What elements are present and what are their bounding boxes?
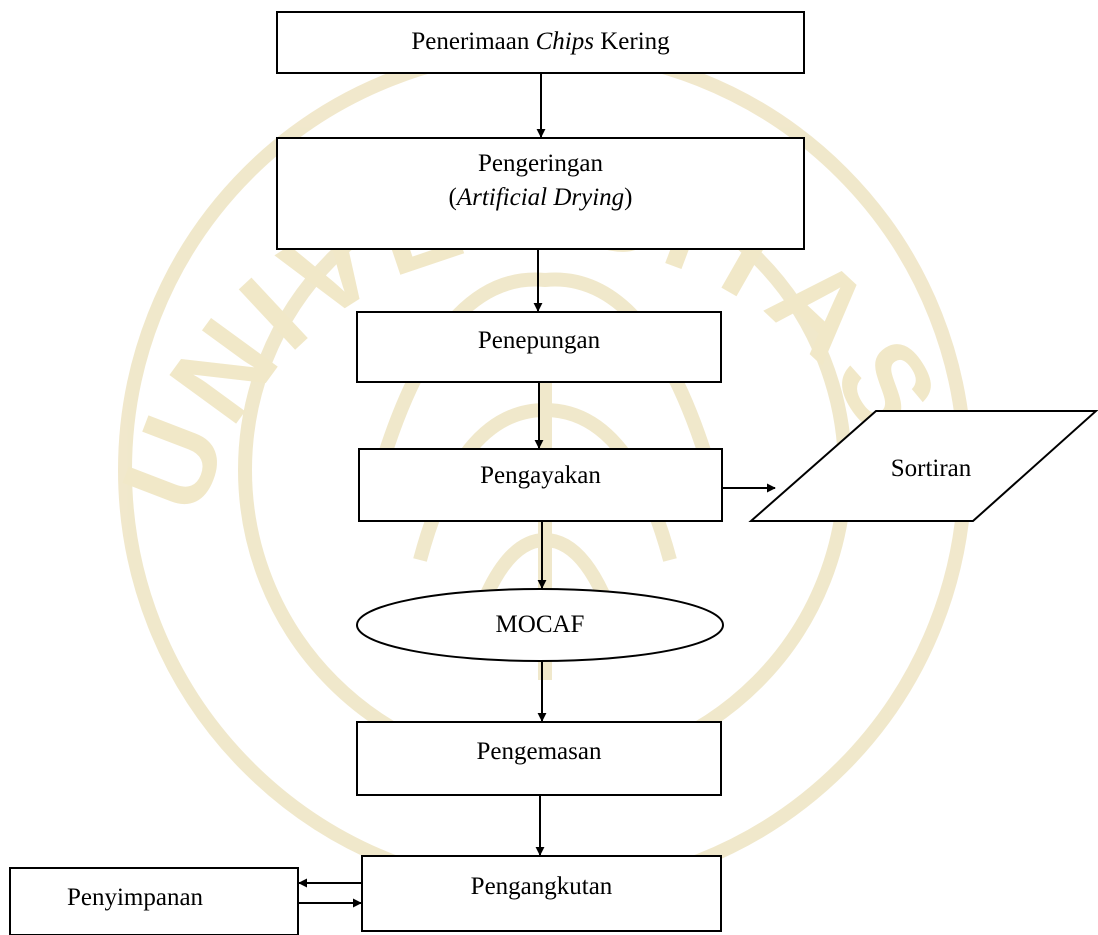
box-pengemasan <box>356 721 722 796</box>
label-pengemasan: Pengemasan <box>476 738 602 765</box>
label-pengayakan: Pengayakan <box>480 462 601 489</box>
parallelogram-sortiran <box>748 410 1098 522</box>
box-pengayakan <box>358 448 723 522</box>
label-pengeringan: Pengeringan (Artificial Drying) <box>448 150 633 211</box>
ellipse-mocaf <box>356 588 724 662</box>
box-pengeringan <box>276 137 805 250</box>
label-mocaf: MOCAF <box>495 611 585 638</box>
box-pengangkutan <box>361 855 722 932</box>
label-penerimaan: Penerimaan Chips Kering <box>411 28 670 55</box>
label-penyimpanan: Penyimpanan <box>66 884 204 911</box>
label-pengangkutan: Pengangkutan <box>470 873 613 900</box>
label-sortiran: Sortiran <box>890 455 972 482</box>
box-penyimpanan <box>9 867 299 935</box>
label-penepungan: Penepungan <box>477 327 601 354</box>
box-penepungan <box>356 311 722 383</box>
